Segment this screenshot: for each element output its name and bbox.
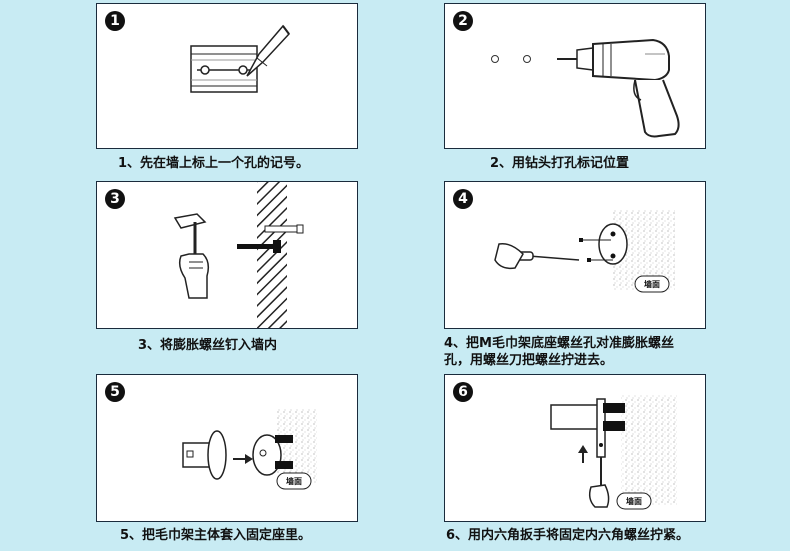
mount-base-icon <box>252 434 293 476</box>
towel-bar-body-icon <box>550 398 625 458</box>
anchor-insertion-illustration <box>173 182 304 328</box>
wall-label: 墙面 <box>626 496 642 506</box>
step-2-panel: 2 <box>444 3 706 149</box>
assembly-illustration: 墙面 <box>182 409 317 490</box>
hex-wrench-icon <box>588 457 610 508</box>
step-number-badge: 6 <box>453 382 473 402</box>
step-number-badge: 4 <box>453 189 473 209</box>
step-4-caption-line-1: 4、把M毛巾架底座螺丝孔对准膨胀螺丝 <box>444 336 674 351</box>
hammer-icon <box>173 213 210 299</box>
step-number-badge: 1 <box>105 11 125 31</box>
step-number-badge: 3 <box>105 189 125 209</box>
step-5-caption: 5、把毛巾架主体套入固定座里。 <box>120 528 312 543</box>
step-4-panel: 4 墙面 <box>444 181 706 329</box>
step-6-panel: 6 墙面 <box>444 374 706 522</box>
screwdriver-icon <box>494 242 580 270</box>
mount-base-icon <box>579 223 628 265</box>
hex-wrench-illustration: 墙面 <box>550 395 677 510</box>
step-2-caption: 2、用钻头打孔标记位置 <box>490 156 630 171</box>
arrow-up-icon <box>578 445 588 463</box>
wall-anchor-icon <box>237 224 304 253</box>
step-3-panel: 3 <box>96 181 358 329</box>
step-3-caption: 3、将膨胀螺丝钉入墙内 <box>138 338 278 353</box>
arrow-right-icon <box>233 454 253 464</box>
wall-marking-illustration <box>190 24 290 93</box>
drill-illustration <box>491 38 680 138</box>
step-1-panel: 1 <box>96 3 358 149</box>
step-1-caption: 1、先在墙上标上一个孔的记号。 <box>118 156 310 171</box>
wall-label: 墙面 <box>286 476 302 486</box>
step-5-panel: 5 墙面 <box>96 374 358 522</box>
screwdriver-mounting-illustration: 墙面 <box>494 210 675 293</box>
towel-bar-body-icon <box>182 430 227 480</box>
step-6-caption: 6、用内六角扳手将固定内六角螺丝拧紧。 <box>446 528 690 543</box>
pencil-icon <box>246 24 290 77</box>
wall-label: 墙面 <box>644 279 660 289</box>
step-number-badge: 5 <box>105 382 125 402</box>
drill-icon <box>557 38 680 138</box>
step-4-caption-line-2: 孔，用螺丝刀把螺丝拧进去。 <box>444 353 614 368</box>
step-number-badge: 2 <box>453 11 473 31</box>
